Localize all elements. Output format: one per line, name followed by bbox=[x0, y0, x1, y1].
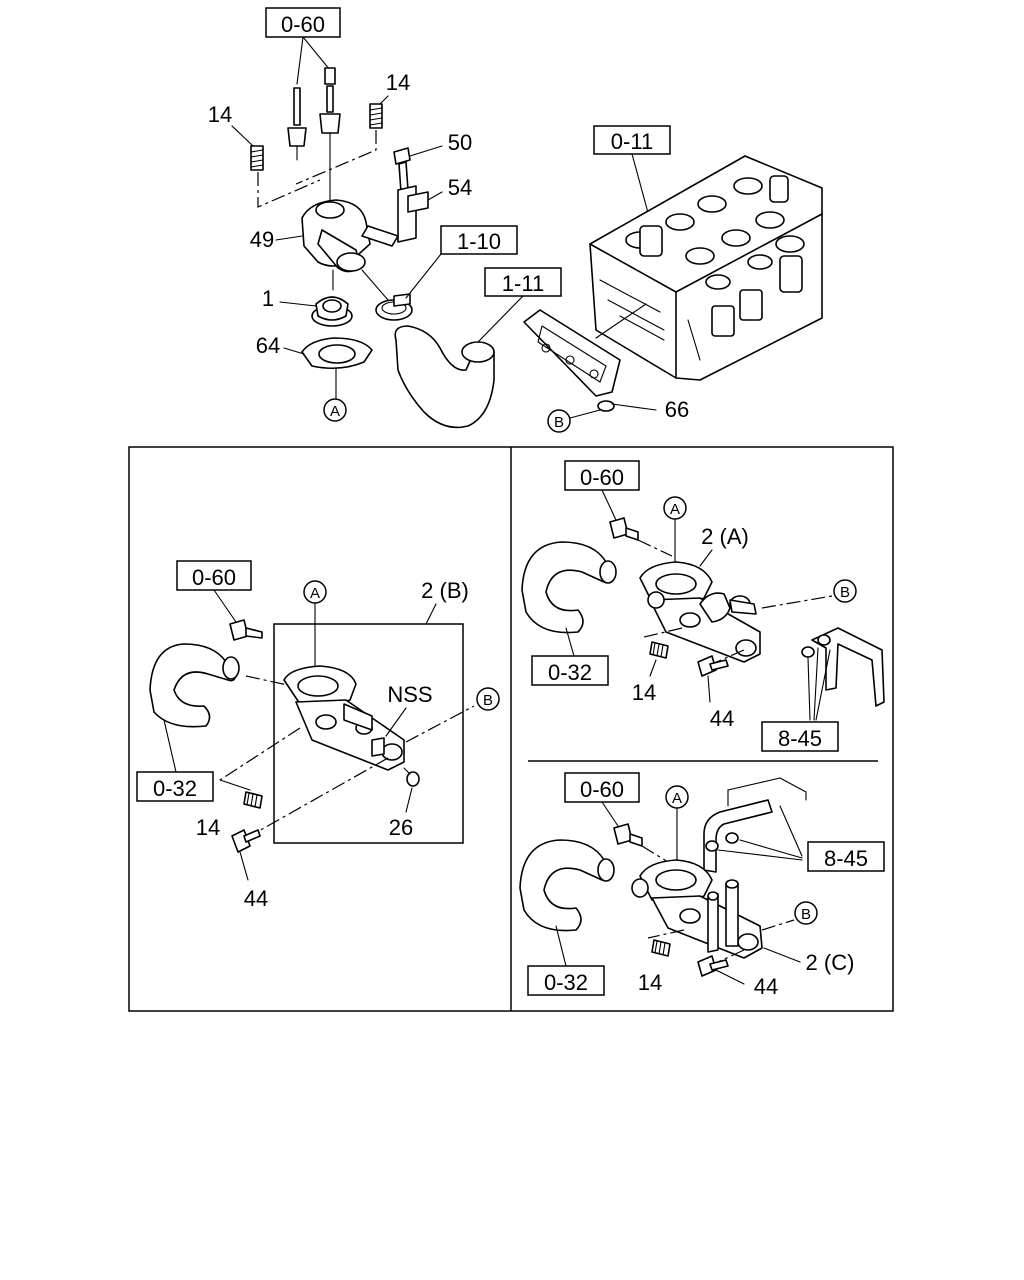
svg-text:1-10: 1-10 bbox=[457, 229, 501, 254]
circle-marker-b-right-bottom: B bbox=[794, 901, 818, 925]
ref-box-8-45-right-bottom[interactable]: 8-45 bbox=[807, 841, 885, 872]
svg-text:0-32: 0-32 bbox=[153, 776, 197, 801]
bypass-hose-right-top bbox=[521, 541, 617, 634]
svg-text:8-45: 8-45 bbox=[824, 846, 868, 871]
part-number-14-left: 14 bbox=[208, 102, 232, 127]
top-assembly: 0-60 14 14 bbox=[208, 7, 823, 433]
ref-box-0-32-right-top[interactable]: 0-32 bbox=[531, 655, 609, 686]
ref-box-0-60-right-bottom[interactable]: 0-60 bbox=[564, 772, 640, 803]
heater-pipe-right-bottom bbox=[703, 777, 807, 873]
radiator-hose-1-11 bbox=[394, 325, 495, 429]
ref-box-1-11[interactable]: 1-11 bbox=[484, 267, 562, 297]
svg-text:B: B bbox=[554, 414, 564, 431]
stud-14-right-top bbox=[649, 641, 669, 659]
heater-pipe-right-top bbox=[801, 627, 885, 707]
gasket-64 bbox=[301, 337, 373, 370]
part-number-14-right-bottom: 14 bbox=[638, 970, 662, 995]
bolt-44-left-panel bbox=[231, 829, 261, 853]
ref-box-0-60-left[interactable]: 0-60 bbox=[176, 560, 252, 591]
part-number-44-right-bottom: 44 bbox=[754, 974, 778, 999]
bolt-44-right-top bbox=[697, 655, 729, 677]
ref-box-0-32-right-bottom[interactable]: 0-32 bbox=[527, 965, 605, 996]
part-number-54: 54 bbox=[448, 175, 472, 200]
stud-14-right-bottom bbox=[651, 939, 671, 957]
variant-label-2c: 2 (C) bbox=[806, 950, 855, 975]
svg-text:A: A bbox=[310, 585, 320, 602]
svg-text:0-32: 0-32 bbox=[548, 660, 592, 685]
hose-clamp-1-10 bbox=[375, 293, 413, 321]
sensor-right-top bbox=[609, 517, 639, 541]
temperature-sender-left bbox=[287, 87, 307, 161]
part-number-14-left-panel: 14 bbox=[196, 815, 220, 840]
svg-text:A: A bbox=[670, 501, 680, 518]
panel-variant-2c: 0-60 A 0-32 bbox=[519, 772, 885, 999]
svg-text:0-60: 0-60 bbox=[580, 777, 624, 802]
svg-text:B: B bbox=[801, 906, 811, 923]
ref-label: 0-60 bbox=[281, 12, 325, 37]
svg-text:B: B bbox=[483, 692, 493, 709]
circle-marker-a-right-top: A bbox=[663, 496, 687, 520]
panel-frames bbox=[128, 446, 894, 1012]
svg-text:0-11: 0-11 bbox=[611, 129, 653, 154]
circle-marker-b-left: B bbox=[476, 687, 500, 711]
circle-marker-a-left: A bbox=[303, 580, 327, 604]
circle-marker-b-top: B bbox=[547, 409, 571, 433]
water-outlet-2c bbox=[631, 859, 763, 959]
nss-boundary-box bbox=[273, 623, 464, 844]
ref-box-0-60-top[interactable]: 0-60 bbox=[265, 7, 341, 38]
part-number-26: 26 bbox=[389, 815, 413, 840]
part-number-50: 50 bbox=[448, 130, 472, 155]
ref-box-8-45-right-top[interactable]: 8-45 bbox=[761, 721, 839, 752]
water-outlet-2a bbox=[639, 561, 761, 663]
thermostat-housing-49 bbox=[301, 199, 399, 273]
ref-box-1-10[interactable]: 1-10 bbox=[440, 225, 518, 255]
bypass-hose-right-bottom bbox=[519, 839, 615, 932]
variant-label-2b: 2 (B) bbox=[421, 578, 469, 603]
panel-variant-2a: 0-60 A 2 (A) 0-32 bbox=[521, 460, 885, 752]
svg-text:1-11: 1-11 bbox=[502, 271, 544, 296]
part-number-44-left-panel: 44 bbox=[244, 886, 268, 911]
stud-14-right bbox=[369, 103, 383, 129]
svg-text:A: A bbox=[330, 403, 340, 420]
nss-label: NSS bbox=[387, 682, 432, 707]
sensor-right-bottom bbox=[613, 823, 643, 847]
part-number-14-right: 14 bbox=[386, 70, 410, 95]
circle-marker-b-right-top: B bbox=[833, 579, 857, 603]
part-number-14-right-top: 14 bbox=[632, 680, 656, 705]
svg-text:8-45: 8-45 bbox=[778, 726, 822, 751]
bracket-54 bbox=[397, 185, 429, 243]
stud-14-left bbox=[250, 145, 264, 171]
stud-14-left-panel bbox=[243, 791, 263, 809]
temperature-sender-right bbox=[319, 67, 341, 201]
svg-text:0-60: 0-60 bbox=[580, 465, 624, 490]
bolt-50 bbox=[393, 147, 411, 193]
svg-text:0-60: 0-60 bbox=[192, 565, 236, 590]
thermostat-1 bbox=[311, 296, 353, 327]
part-number-64: 64 bbox=[256, 333, 280, 358]
part-number-44-right-top: 44 bbox=[710, 706, 734, 731]
circle-marker-a-right-bottom: A bbox=[665, 785, 689, 809]
sensor-left bbox=[229, 619, 263, 641]
panel-variant-2b: 0-60 2 (B) A 0-32 bbox=[136, 560, 500, 911]
water-outlet-2b bbox=[283, 665, 405, 771]
ref-box-0-32-left[interactable]: 0-32 bbox=[136, 771, 214, 802]
ref-box-0-60-right-top[interactable]: 0-60 bbox=[564, 460, 640, 491]
variant-label-2a: 2 (A) bbox=[701, 524, 749, 549]
cylinder-head bbox=[589, 155, 823, 381]
bypass-hose-left bbox=[149, 643, 240, 728]
part-number-49: 49 bbox=[250, 227, 274, 252]
bolt-44-right-bottom bbox=[697, 955, 729, 977]
part-number-1: 1 bbox=[262, 286, 274, 311]
plug-26 bbox=[406, 771, 420, 787]
ref-box-0-11[interactable]: 0-11 bbox=[593, 125, 671, 155]
part-number-66: 66 bbox=[665, 397, 689, 422]
gasket-66 bbox=[523, 309, 621, 412]
circle-marker-a-top: A bbox=[323, 398, 347, 422]
svg-text:B: B bbox=[840, 584, 850, 601]
svg-text:A: A bbox=[672, 790, 682, 807]
svg-text:0-32: 0-32 bbox=[544, 970, 588, 995]
